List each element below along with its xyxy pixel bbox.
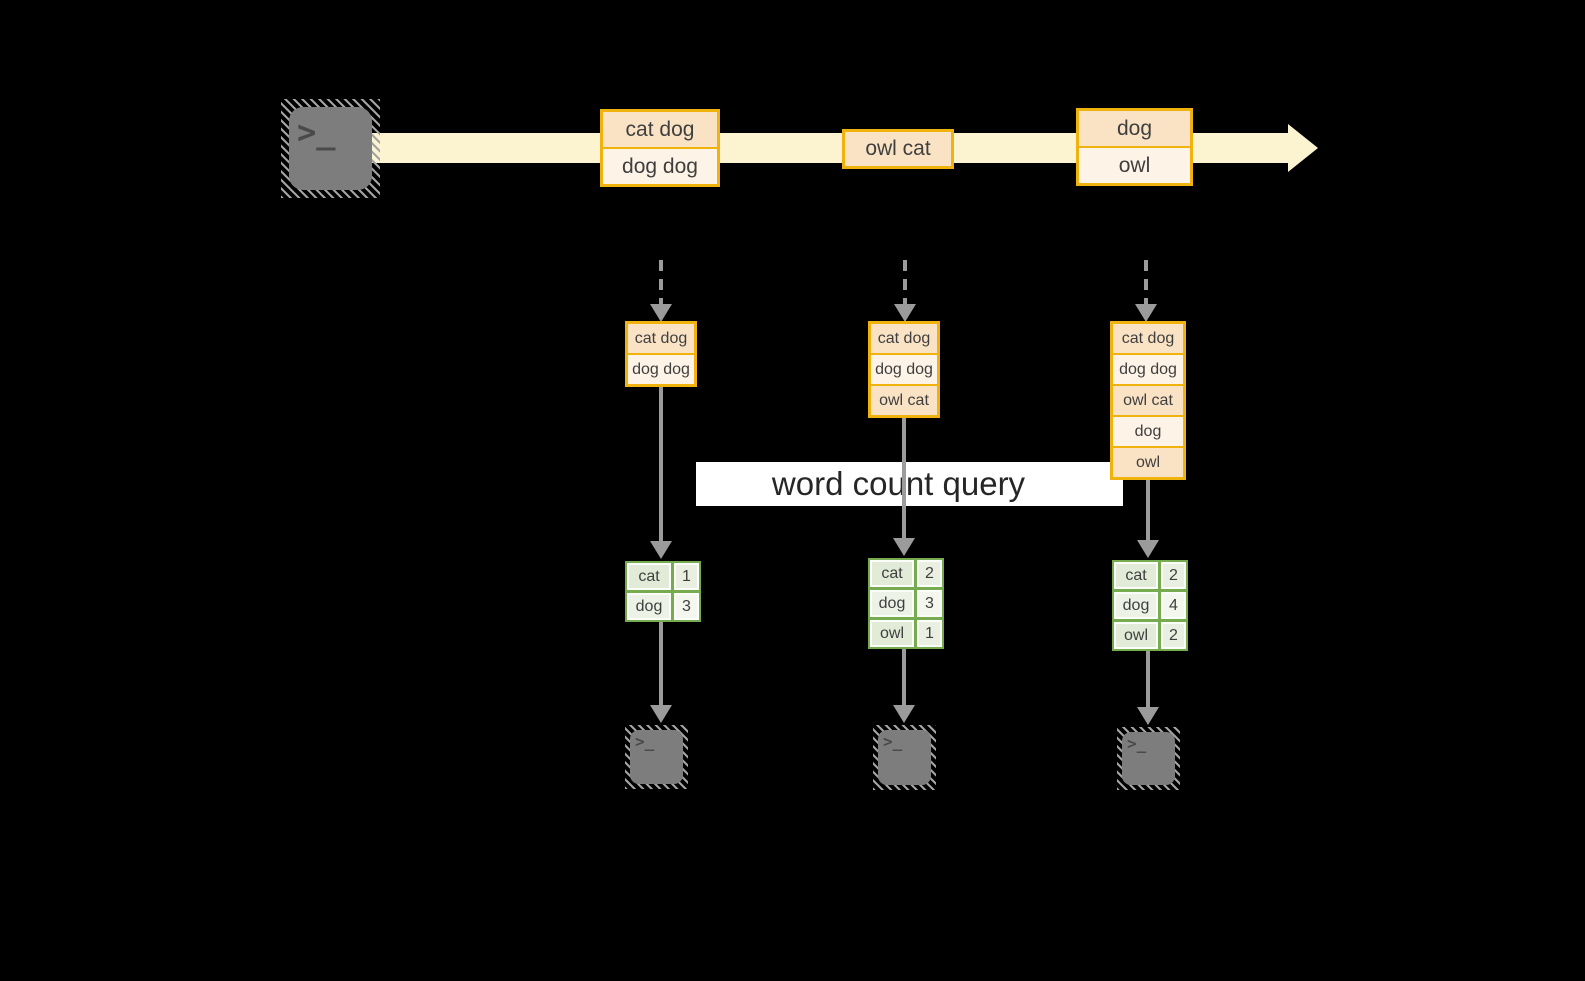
- solid-arrow-line: [659, 385, 663, 543]
- stream-event-row: owl: [1079, 148, 1190, 183]
- state-buffer-row: dog dog: [1113, 355, 1183, 384]
- stream-event-row: dog: [1079, 111, 1190, 146]
- solid-arrow-line: [902, 416, 906, 540]
- dashed-arrow-line: [659, 260, 663, 306]
- state-buffer-row: dog: [1113, 417, 1183, 446]
- word-cell: owl: [870, 620, 914, 647]
- count-cell: 3: [674, 593, 699, 620]
- terminal-prompt-icon: >_: [1127, 734, 1147, 753]
- stream-arrowhead: [1288, 124, 1318, 172]
- solid-arrowhead-icon: [650, 705, 672, 723]
- state-buffer-row: owl: [1113, 448, 1183, 477]
- solid-arrow-line: [1146, 651, 1150, 709]
- solid-arrowhead-icon: [650, 541, 672, 559]
- count-cell: 3: [917, 590, 942, 617]
- stream-event-row: dog dog: [603, 149, 717, 184]
- solid-arrow-line: [1146, 480, 1150, 542]
- state-buffer-row: dog dog: [628, 355, 694, 384]
- state-buffer-row: owl cat: [871, 386, 937, 415]
- count-cell: 1: [674, 563, 699, 590]
- solid-arrow-line: [902, 649, 906, 707]
- count-cell: 1: [917, 620, 942, 647]
- sink-terminal-icon: >_: [1117, 727, 1180, 790]
- dashed-arrow-line: [1144, 260, 1148, 306]
- state-buffer-row: cat dog: [628, 324, 694, 353]
- source-terminal-icon: >_: [281, 99, 380, 198]
- count-cell: 2: [1161, 562, 1186, 589]
- sink-terminal-icon: >_: [873, 725, 936, 790]
- query-label: word count query: [771, 465, 1026, 502]
- count-cell: 4: [1161, 592, 1186, 619]
- terminal-body: [878, 730, 931, 785]
- solid-arrowhead-icon: [893, 705, 915, 723]
- terminal-body: [1122, 732, 1175, 785]
- sink-terminal-icon: >_: [625, 725, 688, 789]
- word-cell: dog: [870, 590, 914, 617]
- terminal-body: [630, 730, 683, 784]
- dashed-arrowhead-icon: [650, 304, 672, 322]
- dashed-arrowhead-icon: [894, 304, 916, 322]
- state-buffer-row: dog dog: [871, 355, 937, 384]
- stream-event-row: cat dog: [603, 112, 717, 147]
- stream-event-row: owl cat: [845, 132, 951, 166]
- solid-arrowhead-icon: [1137, 540, 1159, 558]
- dashed-arrowhead-icon: [1135, 304, 1157, 322]
- terminal-prompt-icon: >_: [635, 732, 655, 751]
- dashed-arrow-line: [903, 260, 907, 306]
- solid-arrow-line: [659, 622, 663, 707]
- word-cell: dog: [1114, 592, 1158, 619]
- word-cell: owl: [1114, 622, 1158, 649]
- terminal-prompt-icon: >_: [883, 732, 903, 751]
- state-buffer-row: owl cat: [1113, 386, 1183, 415]
- count-cell: 2: [917, 560, 942, 587]
- word-cell: cat: [627, 563, 671, 590]
- state-buffer-row: cat dog: [871, 324, 937, 353]
- query-label-band: word count query: [696, 462, 1123, 506]
- terminal-body: [289, 107, 372, 190]
- word-cell: dog: [627, 593, 671, 620]
- solid-arrowhead-icon: [1137, 707, 1159, 725]
- count-cell: 2: [1161, 622, 1186, 649]
- terminal-prompt-icon: >_: [297, 113, 336, 151]
- word-cell: cat: [870, 560, 914, 587]
- stream-event-box: owl cat: [842, 129, 954, 169]
- state-buffer-row: cat dog: [1113, 324, 1183, 353]
- solid-arrowhead-icon: [893, 538, 915, 556]
- word-cell: cat: [1114, 562, 1158, 589]
